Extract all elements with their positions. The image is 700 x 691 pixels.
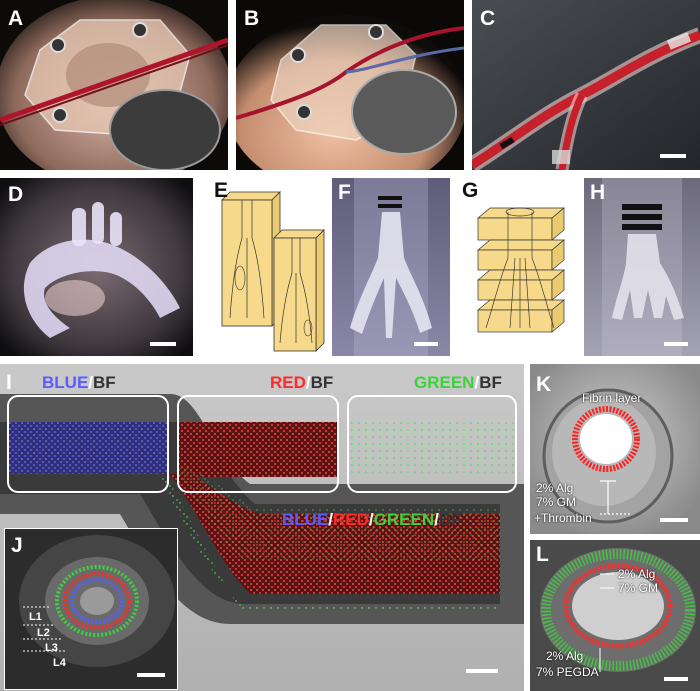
diagram-mold-halves	[212, 178, 330, 356]
photo-aortic-arch	[0, 178, 193, 356]
panel-c: C	[472, 0, 700, 170]
composition-label-l-inner-1: 2% Alg	[618, 567, 656, 581]
scale-bar	[150, 342, 176, 346]
scale-bar	[664, 342, 688, 346]
photo-branched-vessel-h	[584, 178, 700, 356]
panel-label-d: D	[8, 183, 24, 206]
panel-h: H	[584, 178, 700, 356]
photo-branched-vessel-f	[332, 178, 450, 356]
panel-a: A	[0, 0, 228, 170]
composition-label-l-outer-2: 7% PEGDA	[536, 665, 599, 679]
layer-label-l3: L3	[45, 642, 58, 654]
cross-section-image-l	[530, 540, 700, 691]
panel-label-a: A	[8, 7, 24, 30]
layer-label-l2: L2	[37, 627, 50, 639]
channel-label-green-bf: GREEN/BF	[414, 373, 502, 392]
panel-label-k: K	[536, 373, 552, 396]
panel-label-f: F	[338, 181, 351, 204]
panel-e: E	[212, 178, 330, 356]
composition-label-l-inner-2: 7% GM	[618, 581, 659, 595]
cross-section-image-k	[530, 364, 700, 534]
panel-label-l: L	[536, 543, 549, 566]
scale-bar	[414, 342, 438, 346]
panel-d: D	[0, 178, 193, 356]
panel-label-c: C	[480, 7, 496, 30]
panel-label-i: I	[6, 371, 12, 394]
panel-k: K Fibrin layer 2% Alg 7% GM +Thrombin	[530, 364, 700, 534]
composition-label-k-3: +Thrombin	[534, 511, 592, 525]
scale-bar	[137, 673, 165, 677]
layer-label-l4: L4	[53, 657, 66, 669]
panel-label-h: H	[590, 181, 606, 204]
panel-label-b: B	[244, 7, 260, 30]
scale-bar	[664, 677, 688, 681]
panel-l: L 2% Alg 7% GM 2% Alg 7% PEGDA	[530, 540, 700, 691]
diagram-layered-mold	[460, 178, 582, 356]
fibrin-layer-label: Fibrin layer	[582, 391, 642, 405]
photo-bifurcated-vessel	[472, 0, 700, 170]
channel-label-blue-bf: BLUE/BF	[42, 373, 116, 392]
photo-bioreactor-a	[0, 0, 228, 170]
scale-bar	[660, 154, 686, 158]
channel-label-red-bf: RED/BF	[270, 373, 334, 392]
panel-label-j: J	[11, 534, 23, 557]
channel-label-merged: BLUE/RED/GREEN/BF	[282, 510, 462, 529]
scale-bar	[660, 518, 688, 522]
panel-label-g: G	[462, 179, 479, 202]
panel-label-e: E	[214, 179, 229, 202]
scale-bar	[466, 669, 498, 673]
panel-j: J L1 L2 L3 L4	[4, 528, 178, 690]
panel-f: F	[332, 178, 450, 356]
panel-b: B	[236, 0, 464, 170]
composition-label-k-1: 2% Alg	[536, 481, 574, 495]
cross-section-image-j	[5, 529, 177, 689]
composition-label-k-2: 7% GM	[536, 495, 577, 509]
composition-label-l-outer-1: 2% Alg	[546, 649, 584, 663]
layer-label-l1: L1	[29, 611, 42, 623]
photo-bioreactor-b	[236, 0, 464, 170]
panel-g: G	[460, 178, 582, 356]
